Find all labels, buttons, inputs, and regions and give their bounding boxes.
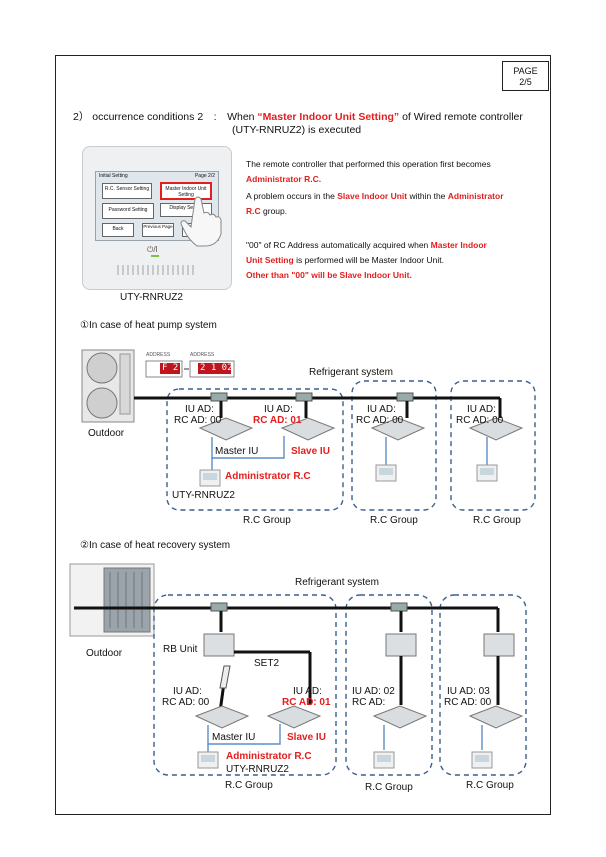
rc-group-box-3 — [450, 380, 536, 511]
section-header: 2） occurrence conditions 2 : When “Maste… — [73, 109, 523, 124]
s2-iu-ad-1: IU AD: — [173, 686, 202, 697]
s2-master-iu: Master IU — [212, 732, 256, 743]
header-highlight: “Master Indoor Unit Setting” — [257, 111, 400, 123]
page-label: PAGE — [513, 66, 538, 76]
s2-slave-iu: Slave IU — [287, 732, 326, 743]
header-suffix: of Wired remote controller — [402, 111, 523, 123]
s1-rc-ad-2: RC AD: 01 — [253, 415, 302, 426]
screen-page: Page 2/2 — [194, 173, 215, 179]
explain-p3a: "00" of RC Address automatically acquire… — [246, 240, 429, 250]
page-number-box: PAGE 2/5 — [502, 61, 549, 91]
header-line2: (UTY-RNRUZ2) is executed — [232, 124, 362, 136]
s2-group-2: R.C Group — [365, 782, 413, 793]
s1-group-1: R.C Group — [243, 515, 291, 526]
s2-iu-ad-4: IU AD: 03 — [447, 686, 490, 697]
explain-p2: A problem occurs in the Slave Indoor Uni… — [246, 191, 504, 201]
s1-administrator-rc: Administrator R.C — [225, 471, 311, 482]
explain-p2d: Administrator — [447, 191, 504, 201]
explain-p2f: group. — [263, 206, 288, 216]
explain-p1a: The remote controller that performed thi… — [246, 159, 491, 169]
explain-p2a: A problem occurs in the — [246, 191, 335, 201]
s1-iu-ad-3: IU AD: — [367, 404, 396, 415]
rc-group-box-6 — [439, 594, 527, 776]
section1-title: ①In case of heat pump system — [80, 320, 217, 331]
s1-rc-ad-4: RC AD: 00 — [456, 415, 504, 426]
back-button[interactable]: Back — [102, 223, 134, 237]
page-number: 2/5 — [519, 77, 532, 87]
s2-set2-label: SET2 — [254, 658, 280, 669]
master-indoor-unit-button[interactable]: Master Indoor Unit Setting — [160, 182, 212, 200]
explain-p3c: Unit Setting — [246, 255, 294, 265]
explain-p2-line2: R.C group. — [246, 206, 287, 216]
s2-rc-ad-2: RC AD: 01 — [282, 697, 331, 708]
rc-sensor-button[interactable]: R.C. Sensor Setting — [102, 183, 152, 199]
s1-outdoor-label: Outdoor — [88, 428, 125, 439]
explain-p2e: R.C — [246, 206, 261, 216]
s1-group-3: R.C Group — [473, 515, 521, 526]
s2-iu-ad-3: IU AD: 02 — [352, 686, 395, 697]
s1-refrigerant-label: Refrigerant system — [309, 367, 393, 378]
s1-master-iu: Master IU — [215, 446, 259, 457]
display-label-b: ADDRESS — [190, 352, 215, 358]
s1-iu-ad-2: IU AD: — [264, 404, 293, 415]
rc-group-box-5 — [345, 594, 433, 776]
explain-p2c: within the — [409, 191, 446, 201]
s2-refrigerant-label: Refrigerant system — [295, 577, 379, 588]
header-prefix: 2） occurrence conditions 2 : When — [73, 111, 255, 123]
rc-group-box-4 — [153, 594, 337, 776]
explain-p1b: Administrator R.C. — [246, 174, 322, 184]
s2-model: UTY-RNRUZ2 — [226, 764, 289, 775]
hand-pointer-icon — [180, 196, 222, 247]
s2-administrator-rc: Administrator R.C — [226, 751, 312, 762]
controller-caption: UTY-RNRUZ2 — [120, 292, 183, 303]
explain-p4: Other than "00" will be Slave Indoor Uni… — [246, 270, 412, 280]
s2-rc-ad-4: RC AD: 00 — [444, 697, 492, 708]
previous-page-button[interactable]: Previous Page — [142, 223, 174, 237]
display-label-a: ADDRESS — [146, 352, 171, 358]
rc-group-box-2 — [351, 380, 437, 511]
rc-group-box-1 — [166, 388, 344, 511]
explain-p3d: is performed will be Master Indoor Unit. — [296, 255, 444, 265]
explain-p3: "00" of RC Address automatically acquire… — [246, 240, 487, 250]
s2-group-3: R.C Group — [466, 780, 514, 791]
speaker-grille — [117, 265, 197, 275]
display-readout-b: 2 1 02 — [200, 363, 233, 373]
password-setting-button[interactable]: Password Setting — [102, 203, 154, 219]
s1-rc-ad-1: RC AD: 00 — [174, 415, 222, 426]
s2-group-1: R.C Group — [225, 780, 273, 791]
s1-iu-ad-4: IU AD: — [467, 404, 496, 415]
s2-rc-ad-1: RC AD: 00 — [162, 697, 210, 708]
remote-controller-image: Initial Setting Page 2/2 R.C. Sensor Set… — [82, 146, 232, 290]
s2-outdoor-label: Outdoor — [86, 648, 123, 659]
explain-p3b: Master Indoor — [430, 240, 487, 250]
explain-p2b: Slave Indoor Unit — [337, 191, 408, 201]
s2-rc-ad-3: RC AD: — [352, 697, 386, 708]
s1-model: UTY-RNRUZ2 — [172, 490, 235, 501]
section2-title: ②In case of heat recovery system — [80, 540, 231, 551]
status-led — [151, 255, 159, 257]
power-icon: ⏻/I — [147, 245, 158, 254]
page-frame — [55, 55, 551, 815]
screen-title: Initial Setting — [99, 173, 128, 179]
explain-p3-line2: Unit Setting is performed will be Master… — [246, 255, 444, 265]
display-readout-a: F 2 — [162, 363, 179, 373]
s1-iu-ad-1: IU AD: — [185, 404, 214, 415]
s2-rb-unit-label: RB Unit — [163, 644, 198, 655]
s1-group-2: R.C Group — [370, 515, 418, 526]
s2-iu-ad-2: IU AD: — [293, 686, 322, 697]
s1-slave-iu: Slave IU — [291, 446, 330, 457]
s1-rc-ad-3: RC AD: 00 — [356, 415, 404, 426]
